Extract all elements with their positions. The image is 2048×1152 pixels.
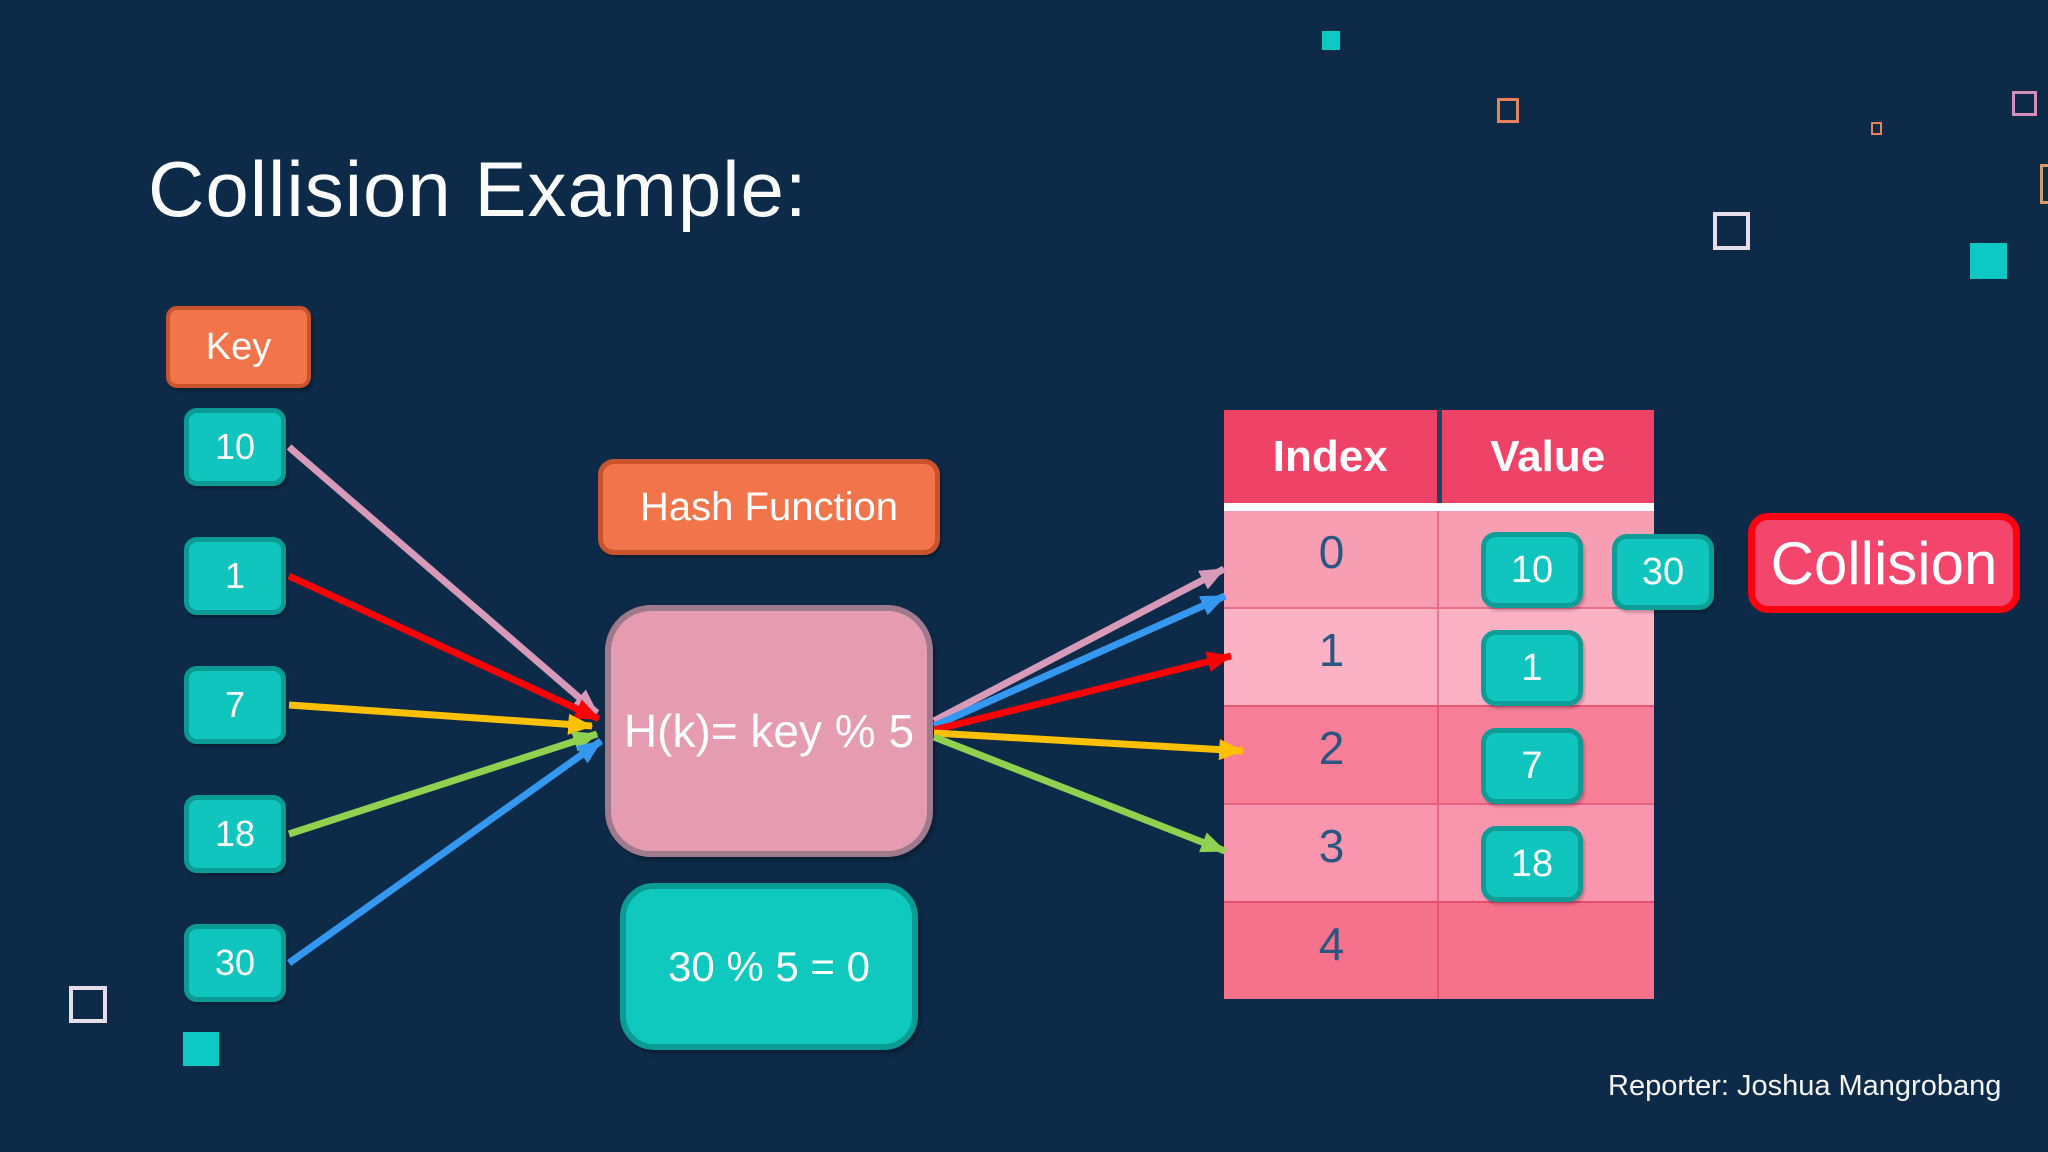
reporter-credit: Reporter: Joshua Mangrobang — [1608, 1070, 2002, 1102]
index-cell-1: 1 — [1318, 624, 1345, 676]
value-box-30-collision: 30 — [1612, 534, 1714, 610]
column-divider — [1437, 511, 1439, 607]
table-header-row: Index Value — [1224, 410, 1654, 503]
table-row-0: 0 10 30 — [1224, 511, 1714, 610]
index-cell-4: 4 — [1318, 918, 1345, 970]
column-divider — [1437, 903, 1439, 999]
hash-table: Index Value 0 10 30 1 1 2 7 — [1224, 410, 1714, 999]
decor-square-white-outline-right — [1713, 212, 1750, 250]
hash-function-box: Hash Function — [598, 459, 940, 555]
header-underline — [1224, 503, 1654, 511]
column-divider — [1437, 805, 1439, 901]
key-box-7: 7 — [184, 666, 286, 744]
key-box-30: 30 — [184, 924, 286, 1002]
column-header-value: Value — [1490, 431, 1606, 481]
header-divider — [1436, 410, 1442, 503]
arrow-key18-to-hash — [287, 730, 599, 838]
decor-square-orange-outline — [1497, 98, 1519, 123]
decor-square-pink-outline — [2012, 91, 2037, 116]
table-row-4: 4 — [1224, 901, 1654, 999]
table-row-2: 2 7 — [1224, 705, 1654, 804]
collision-callout: Collision — [1748, 513, 2020, 613]
arrow-hash-to-row1 — [933, 651, 1233, 734]
value-box-7: 7 — [1481, 728, 1583, 804]
arrow-hash-to-row3 — [932, 733, 1227, 855]
column-divider — [1437, 609, 1439, 705]
value-box-10: 10 — [1481, 532, 1583, 608]
key-box-10: 10 — [184, 408, 286, 486]
decor-square-tan-clipped — [2040, 164, 2048, 204]
index-cell-3: 3 — [1318, 820, 1345, 872]
page-title: Collision Example: — [148, 145, 808, 234]
key-header-box: Key — [166, 306, 311, 388]
table-row-3: 3 18 — [1224, 803, 1654, 902]
decor-square-teal-bottom — [183, 1032, 219, 1066]
arrow-hash-to-row0-blue — [932, 592, 1227, 730]
arrow-hash-to-row0-pink — [932, 565, 1226, 725]
index-cell-2: 2 — [1318, 722, 1345, 774]
hash-example-box: 30 % 5 = 0 — [620, 883, 918, 1050]
hash-formula-box: H(k)= key % 5 — [605, 605, 933, 857]
value-box-1: 1 — [1481, 630, 1583, 706]
table-row-1: 1 1 — [1224, 607, 1654, 706]
arrow-hash-to-row2 — [933, 729, 1245, 761]
key-box-1: 1 — [184, 537, 286, 615]
index-cell-0: 0 — [1318, 526, 1345, 578]
table-body: 0 10 30 1 1 2 7 3 18 4 — [1224, 511, 1714, 999]
decor-square-teal-right — [1970, 243, 2007, 279]
decor-square-teal-top — [1322, 31, 1340, 50]
decor-square-orange-small — [1871, 122, 1882, 135]
value-box-18: 18 — [1481, 826, 1583, 902]
column-divider — [1437, 707, 1439, 803]
arrow-key7-to-hash — [288, 701, 594, 735]
arrow-key1-to-hash — [287, 572, 601, 723]
arrow-key10-to-hash — [286, 444, 600, 716]
arrow-key30-to-hash — [286, 738, 604, 966]
key-box-18: 18 — [184, 795, 286, 873]
column-header-index: Index — [1272, 431, 1388, 481]
decor-square-white-outline-bottom — [69, 986, 107, 1023]
